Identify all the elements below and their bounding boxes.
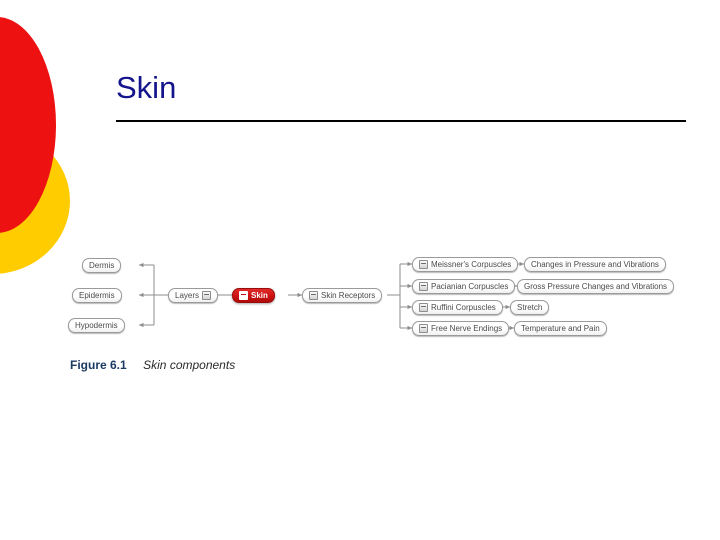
node-skin-receptors-label: Skin Receptors: [321, 291, 376, 300]
minus-box-icon[interactable]: [419, 303, 428, 312]
node-epidermis[interactable]: Epidermis: [72, 288, 122, 303]
node-skin-receptors[interactable]: Skin Receptors: [302, 288, 383, 303]
diagram-connectors: [138, 261, 525, 331]
figure-number: Figure 6.1: [70, 358, 127, 372]
minus-box-icon[interactable]: [419, 324, 428, 333]
node-dermis-label: Dermis: [89, 261, 115, 270]
figure-caption-text: Skin components: [143, 358, 236, 372]
node-ruffini-corpuscles[interactable]: Ruffini Corpuscles: [412, 300, 503, 315]
node-layers-label: Layers: [175, 291, 200, 300]
node-function-stretch[interactable]: Stretch: [510, 300, 550, 315]
node-function-label: Stretch: [517, 303, 543, 312]
node-hypodermis[interactable]: Hypodermis: [68, 318, 125, 333]
node-layers[interactable]: Layers: [168, 288, 219, 303]
node-function-label: Changes in Pressure and Vibrations: [531, 260, 659, 269]
node-pacianian-corpuscles-label: Pacianian Corpuscles: [431, 282, 509, 291]
node-skin-root-label: Skin: [251, 291, 268, 300]
node-skin-root[interactable]: Skin: [232, 288, 275, 303]
node-ruffini-corpuscles-label: Ruffini Corpuscles: [431, 303, 496, 312]
node-function-label: Gross Pressure Changes and Vibrations: [524, 282, 668, 291]
node-function-label: Temperature and Pain: [521, 324, 600, 333]
node-dermis[interactable]: Dermis: [82, 258, 122, 273]
node-pacianian-corpuscles[interactable]: Pacianian Corpuscles: [412, 279, 516, 294]
page-title: Skin: [116, 70, 177, 105]
node-free-nerve-endings[interactable]: Free Nerve Endings: [412, 321, 510, 336]
figure-caption: Figure 6.1 Skin components: [70, 356, 235, 374]
minus-box-icon[interactable]: [239, 291, 248, 300]
minus-box-icon[interactable]: [419, 260, 428, 269]
skin-components-diagram: Dermis Epidermis Hypodermis Layers Skin …: [60, 240, 700, 380]
node-function-changes-in-pressure-and-vibrations[interactable]: Changes in Pressure and Vibrations: [524, 257, 666, 272]
node-meissners-corpuscles[interactable]: Meissner's Corpuscles: [412, 257, 519, 272]
minus-box-icon[interactable]: [309, 291, 318, 300]
node-meissners-corpuscles-label: Meissner's Corpuscles: [431, 260, 512, 269]
node-hypodermis-label: Hypodermis: [75, 321, 118, 330]
minus-box-icon[interactable]: [202, 291, 212, 300]
node-function-temperature-and-pain[interactable]: Temperature and Pain: [514, 321, 607, 336]
node-epidermis-label: Epidermis: [79, 291, 115, 300]
node-free-nerve-endings-label: Free Nerve Endings: [431, 324, 503, 333]
minus-box-icon[interactable]: [419, 282, 428, 291]
title-divider: [116, 120, 686, 122]
node-function-gross-pressure-changes-and-vibrations[interactable]: Gross Pressure Changes and Vibrations: [517, 279, 675, 294]
